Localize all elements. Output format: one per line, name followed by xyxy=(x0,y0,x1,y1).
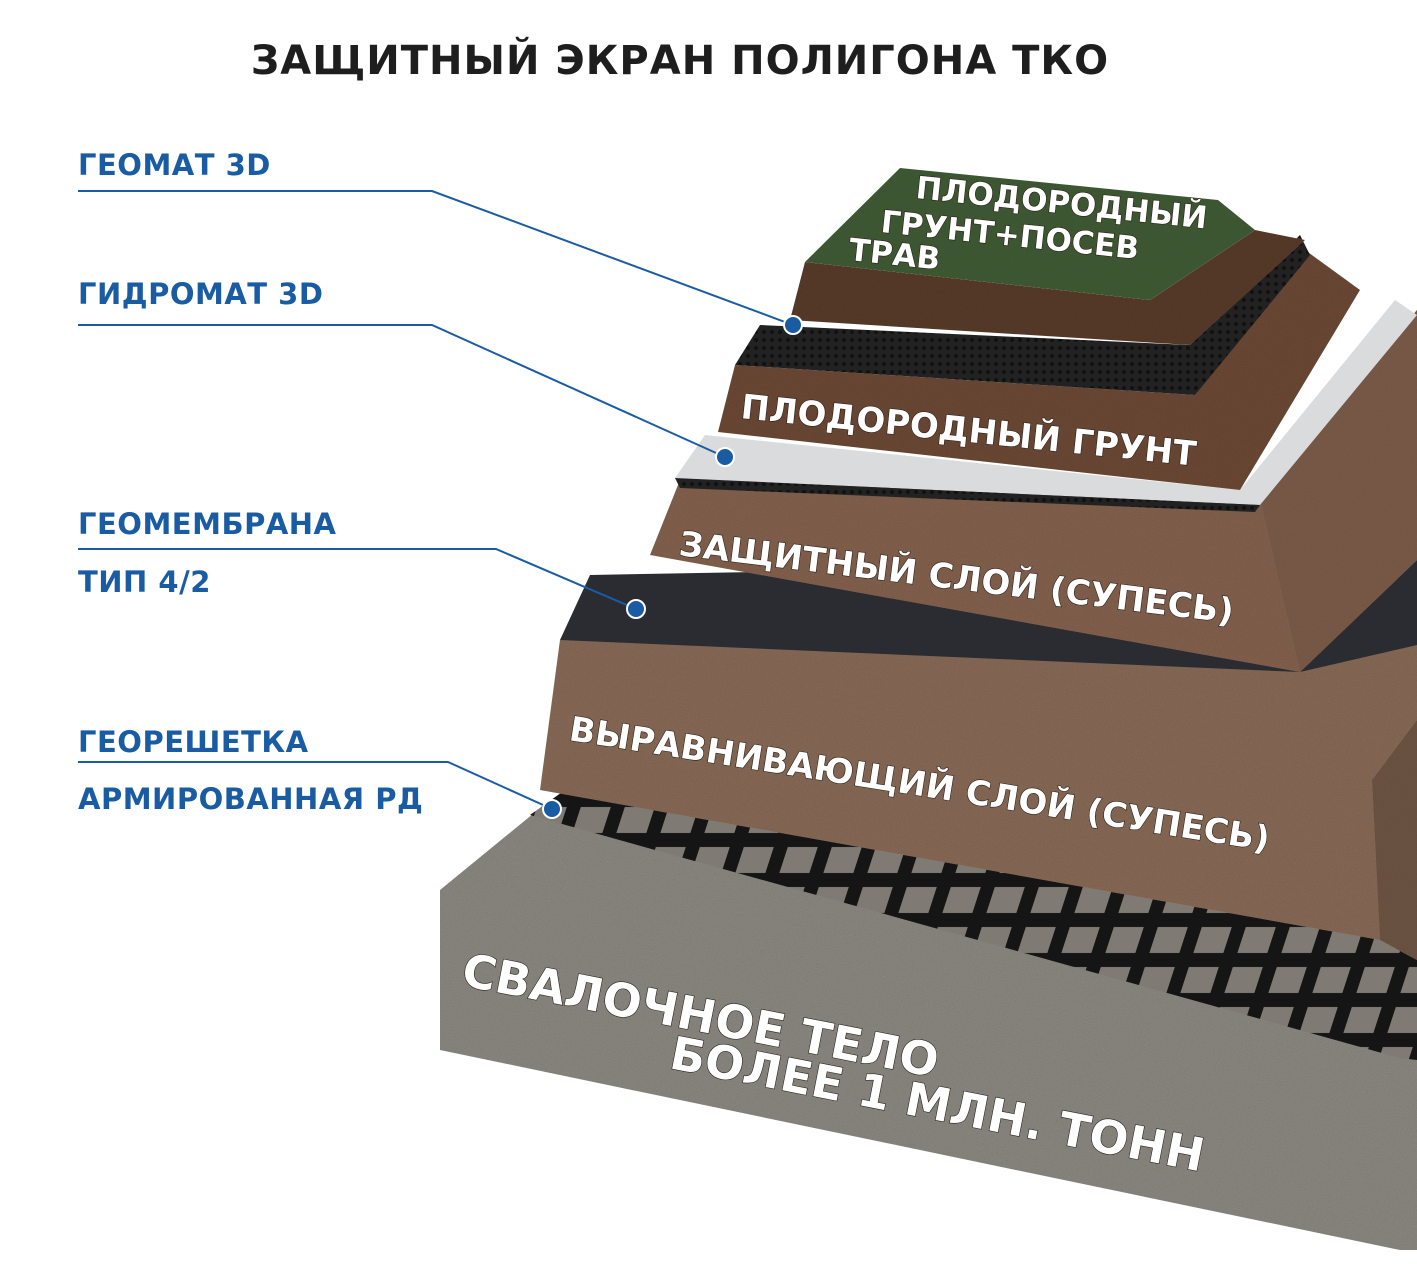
landfill-layer xyxy=(440,785,1417,1250)
label-geomat-3d: ГЕОМАТ 3D xyxy=(78,148,271,182)
label-geogrid: ГЕОРЕШЕТКА xyxy=(78,725,309,759)
leveling-layer xyxy=(540,640,1417,960)
geogrid-surface xyxy=(530,785,1417,1060)
label-geogrid-type: АРМИРОВАННАЯ РД xyxy=(78,782,424,816)
fertile-soil-layer xyxy=(718,250,1360,490)
label-geomembrane: ГЕОМЕМБРАНА xyxy=(78,507,337,541)
page-title: ЗАЩИТНЫЙ ЭКРАН ПОЛИГОНА ТКО xyxy=(250,38,1110,84)
leader-lines xyxy=(78,190,794,810)
label-hydromat-3d: ГИДРОМАТ 3D xyxy=(78,277,324,311)
protective-layer xyxy=(650,310,1417,672)
marker-hydromat xyxy=(715,447,735,467)
marker-geogrid xyxy=(542,799,562,819)
grass-surface xyxy=(805,168,1255,300)
geomat-surface xyxy=(735,235,1310,395)
top-soil-grass xyxy=(790,168,1305,345)
marker-geomat xyxy=(783,315,803,335)
hydromat-surface xyxy=(675,300,1417,505)
label-geomembrane-type: ТИП 4/2 xyxy=(78,565,211,599)
marker-geomembrane xyxy=(626,599,646,619)
